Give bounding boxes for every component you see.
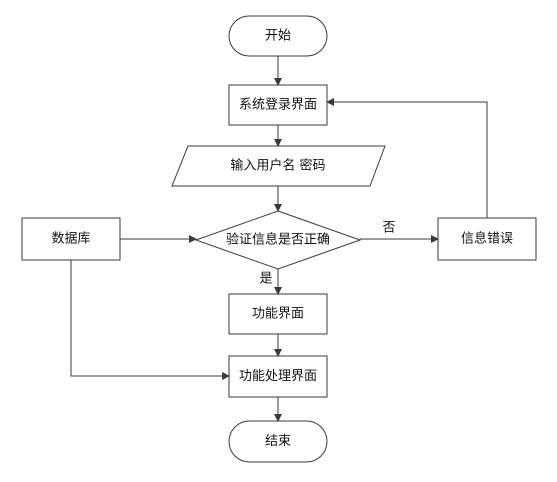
verify-label: 验证信息是否正确 [226,232,330,248]
input-parallelogram [171,145,386,187]
processing-page-label: 功能处理界面 [239,369,317,384]
no-edge-label: 否 [382,221,395,236]
error-to-login-arrow [326,98,488,218]
start-label: 开始 [265,29,291,44]
database-label: 数据库 [51,231,90,247]
function-page-label: 功能界面 [252,307,304,322]
login-page-label: 系统登录界面 [239,98,317,113]
database-to-processing-arrow [70,260,230,380]
yes-edge-label: 是 [259,272,272,287]
end-label: 结束 [265,434,291,449]
login-page-box [228,84,328,126]
error-label: 信息错误 [461,231,513,247]
function-page-box [228,293,328,335]
input-label: 输入用户名 密码 [230,158,325,174]
database-box [21,217,121,261]
